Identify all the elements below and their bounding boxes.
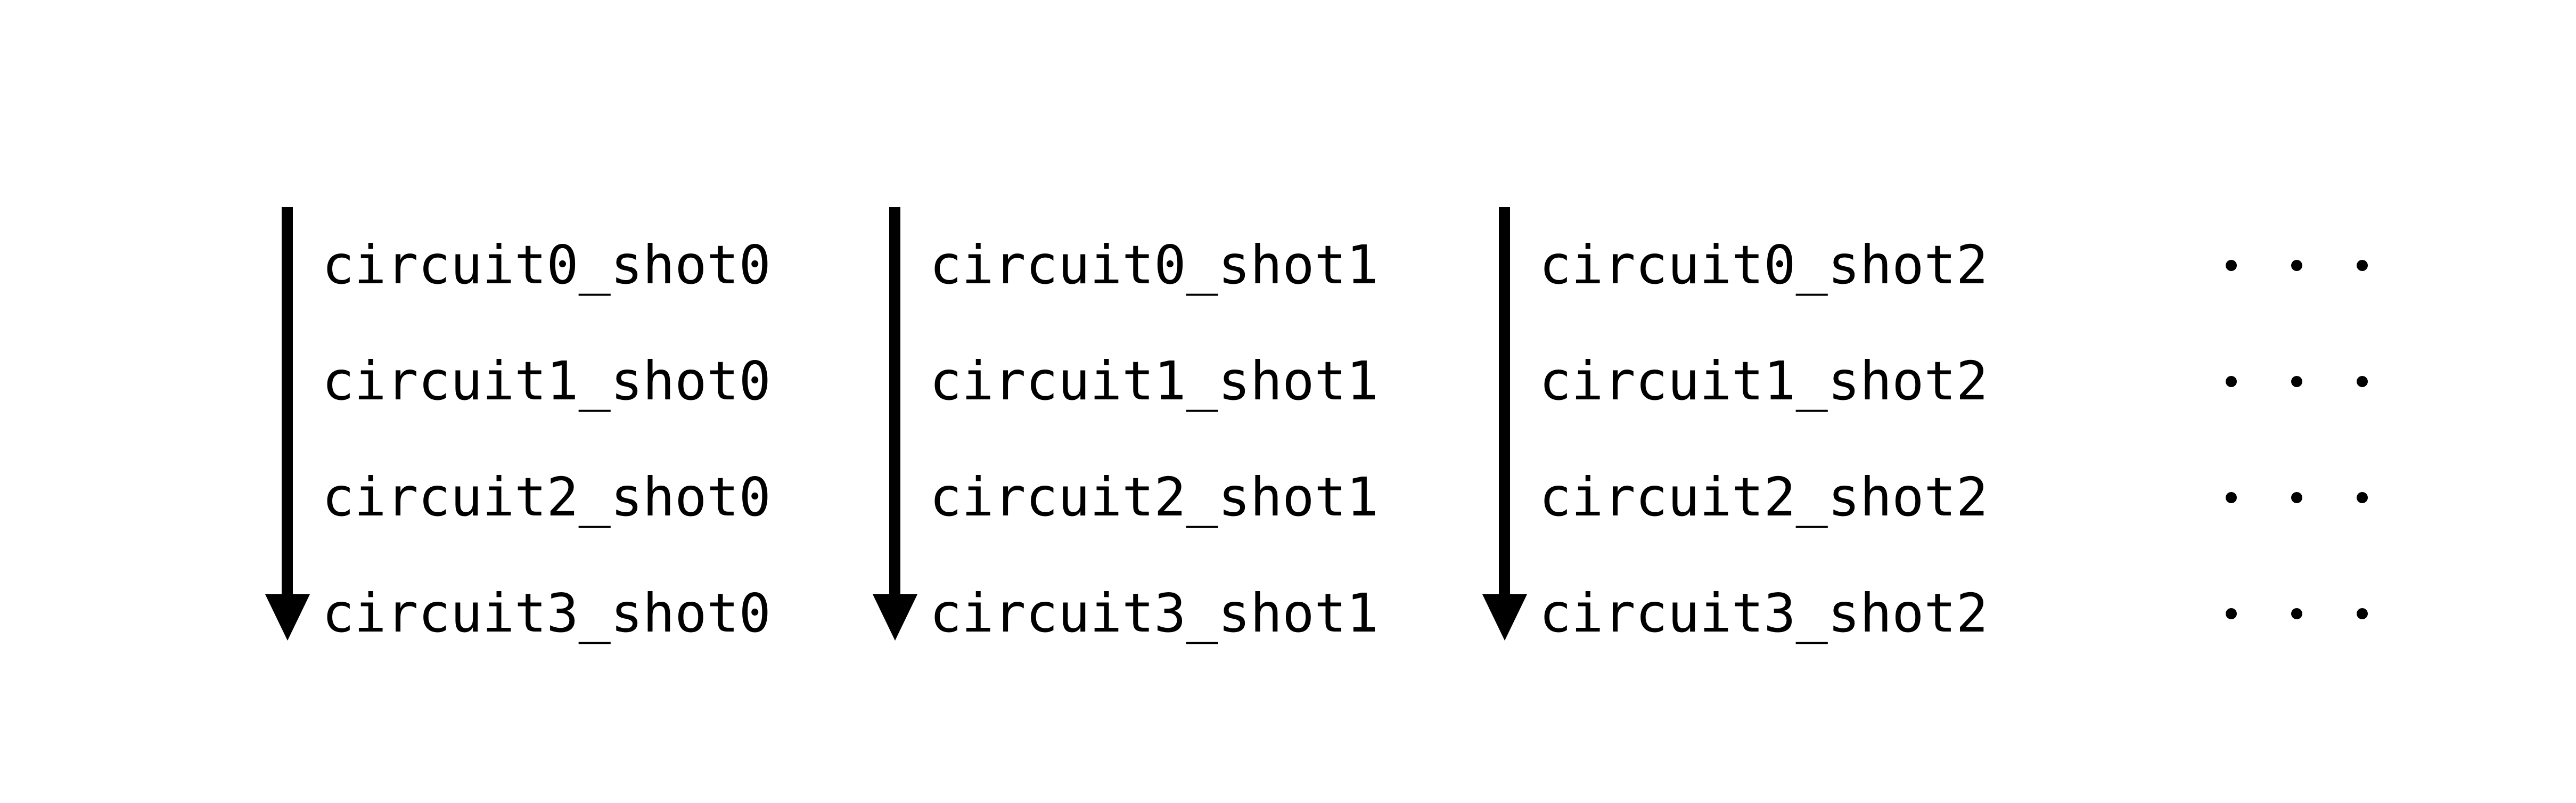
dot-icon	[2291, 259, 2302, 271]
down-arrow-icon-shot1	[871, 207, 919, 641]
list-item: circuit0_shot1	[930, 234, 1379, 296]
list-item: circuit3_shot2	[1539, 582, 1988, 644]
dot-icon	[2357, 375, 2368, 387]
label-stack-shot2: circuit0_shot2 circuit1_shot2 circuit2_s…	[1539, 207, 1988, 671]
list-item: circuit1_shot0	[322, 350, 771, 412]
dot-icon	[2291, 375, 2302, 387]
list-item: circuit3_shot1	[930, 582, 1379, 644]
list-item: circuit1_shot1	[930, 350, 1379, 412]
dot-icon	[2226, 608, 2237, 619]
list-item: circuit2_shot0	[322, 466, 771, 528]
ellipsis-dots-icon	[2226, 555, 2368, 671]
down-arrow-icon-shot0	[264, 207, 311, 641]
ellipsis-dots-icon	[2226, 323, 2368, 439]
list-item: circuit3_shot0	[322, 582, 771, 644]
dot-icon	[2291, 491, 2302, 503]
dot-icon	[2291, 608, 2302, 619]
dot-icon	[2357, 491, 2368, 503]
dot-icon	[2357, 608, 2368, 619]
dot-icon	[2226, 259, 2237, 271]
dot-icon	[2357, 259, 2368, 271]
label-stack-shot1: circuit0_shot1 circuit1_shot1 circuit2_s…	[930, 207, 1379, 671]
dot-icon	[2226, 375, 2237, 387]
dot-icon	[2226, 491, 2237, 503]
list-item: circuit2_shot1	[930, 466, 1379, 528]
list-item: circuit0_shot0	[322, 234, 771, 296]
ellipsis-column	[2226, 207, 2368, 671]
list-item: circuit2_shot2	[1539, 466, 1988, 528]
list-item: circuit1_shot2	[1539, 350, 1988, 412]
down-arrow-icon-shot2	[1481, 207, 1529, 641]
label-stack-shot0: circuit0_shot0 circuit1_shot0 circuit2_s…	[322, 207, 771, 671]
ellipsis-dots-icon	[2226, 207, 2368, 323]
list-item: circuit0_shot2	[1539, 234, 1988, 296]
ellipsis-dots-icon	[2226, 439, 2368, 555]
